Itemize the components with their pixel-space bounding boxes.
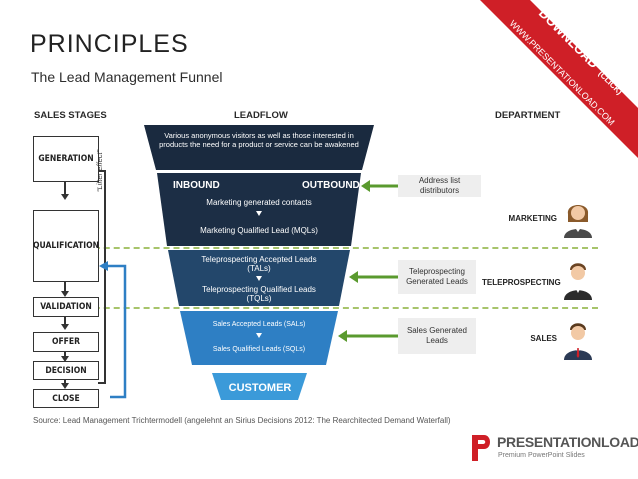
stage-generation: GENERATION <box>33 136 99 182</box>
address-list-box: Address list distributors <box>398 175 481 197</box>
stage-connector <box>64 380 66 385</box>
separator-line-2 <box>34 307 598 309</box>
logo-wordmark: PRESENTATIONLOAD® <box>497 434 638 450</box>
stage-decision: DECISION <box>33 361 99 380</box>
sales-person-icon <box>564 323 592 360</box>
arrow-down-icon <box>256 276 262 281</box>
stage-connector <box>64 182 66 194</box>
tal-text-2: (TALs) <box>247 264 271 273</box>
mql-text: Marketing Qualified Lead (MQLs) <box>200 226 318 235</box>
lifter-bar-top <box>98 170 106 172</box>
stage-connector <box>64 317 66 324</box>
page-title: PRINCIPLES <box>30 30 189 58</box>
sal-text: Sales Accepted Leads (SALs) <box>212 321 306 328</box>
arrow-down-icon <box>256 333 262 338</box>
department-header: DEPARTMENT <box>495 110 561 121</box>
stage-qualification: QUALIFICATION <box>33 210 99 282</box>
stage-close: CLOSE <box>33 389 99 408</box>
stage-validation: VALIDATION <box>33 297 99 317</box>
source-note: Source: Lead Management Trichtermodell (… <box>33 416 451 425</box>
marketing-person-icon <box>564 205 592 238</box>
outbound-label: OUTBOUND <box>302 180 360 191</box>
logo-tagline: Premium PowerPoint Slides <box>498 452 585 459</box>
logo-name: PRESENTATIONLOAD <box>497 434 638 450</box>
tql-text-1: Teleprospecting Qualified Leads <box>202 285 316 294</box>
lifter-bar <box>104 170 106 384</box>
teleprospecting-person-icon <box>564 263 592 300</box>
sales-stages-header: SALES STAGES <box>34 110 107 121</box>
arrow-down-icon <box>61 194 69 200</box>
funnel-top-text: Various anonymous visitors as well as th… <box>159 131 359 149</box>
separator-line-1 <box>34 247 598 249</box>
teleprospecting-generated-box: Teleprospecting Generated Leads <box>398 260 476 294</box>
leadflow-header: LEADFLOW <box>234 110 288 121</box>
presentationload-logo-icon <box>472 435 490 461</box>
stage-offer: OFFER <box>33 332 99 352</box>
lifter-bar-bottom <box>98 382 106 384</box>
arrow-down-icon <box>256 211 262 216</box>
arrow-down-icon <box>61 383 69 389</box>
arrow-down-icon <box>61 291 69 297</box>
tal-text-1: Teleprospecting Accepted Leads <box>201 255 317 264</box>
dept-teleprospecting: TELEPROSPECTING <box>482 278 561 287</box>
stage-connector <box>64 282 66 292</box>
marketing-generated-text: Marketing generated contacts <box>206 198 312 207</box>
arrow-down-icon <box>61 324 69 330</box>
arrow-down-icon <box>61 356 69 362</box>
inbound-label: INBOUND <box>173 180 220 191</box>
dept-marketing: MARKETING <box>508 214 557 223</box>
sql-text: Sales Qualified Leads (SQLs) <box>212 346 306 353</box>
sales-generated-box: Sales Generated Leads <box>398 318 476 354</box>
tql-text-2: (TQLs) <box>246 294 272 303</box>
page-subtitle: The Lead Management Funnel <box>31 69 223 85</box>
customer-label: CUSTOMER <box>228 382 292 394</box>
stage-connector <box>64 352 66 358</box>
dept-sales: SALES <box>530 334 557 343</box>
